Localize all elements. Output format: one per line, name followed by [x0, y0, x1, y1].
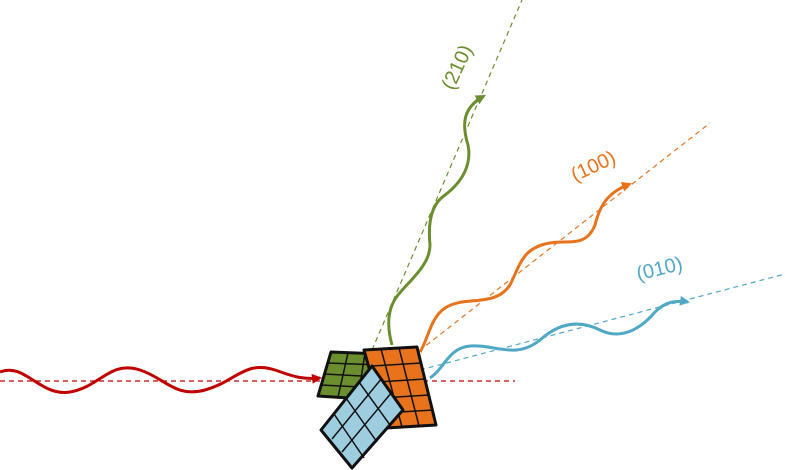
label-010: (010)	[634, 253, 685, 286]
blue-crystal-grain	[319, 364, 405, 470]
diffracted-wave-010	[429, 295, 690, 380]
label-100: (100)	[568, 147, 620, 187]
incident-wave	[0, 365, 322, 394]
guide-line-010	[419, 273, 785, 371]
guide-line-210	[371, 0, 523, 351]
diffracted-wave-210	[387, 94, 486, 346]
diffracted-wave-100	[418, 182, 632, 353]
label-210: (210)	[438, 42, 478, 94]
